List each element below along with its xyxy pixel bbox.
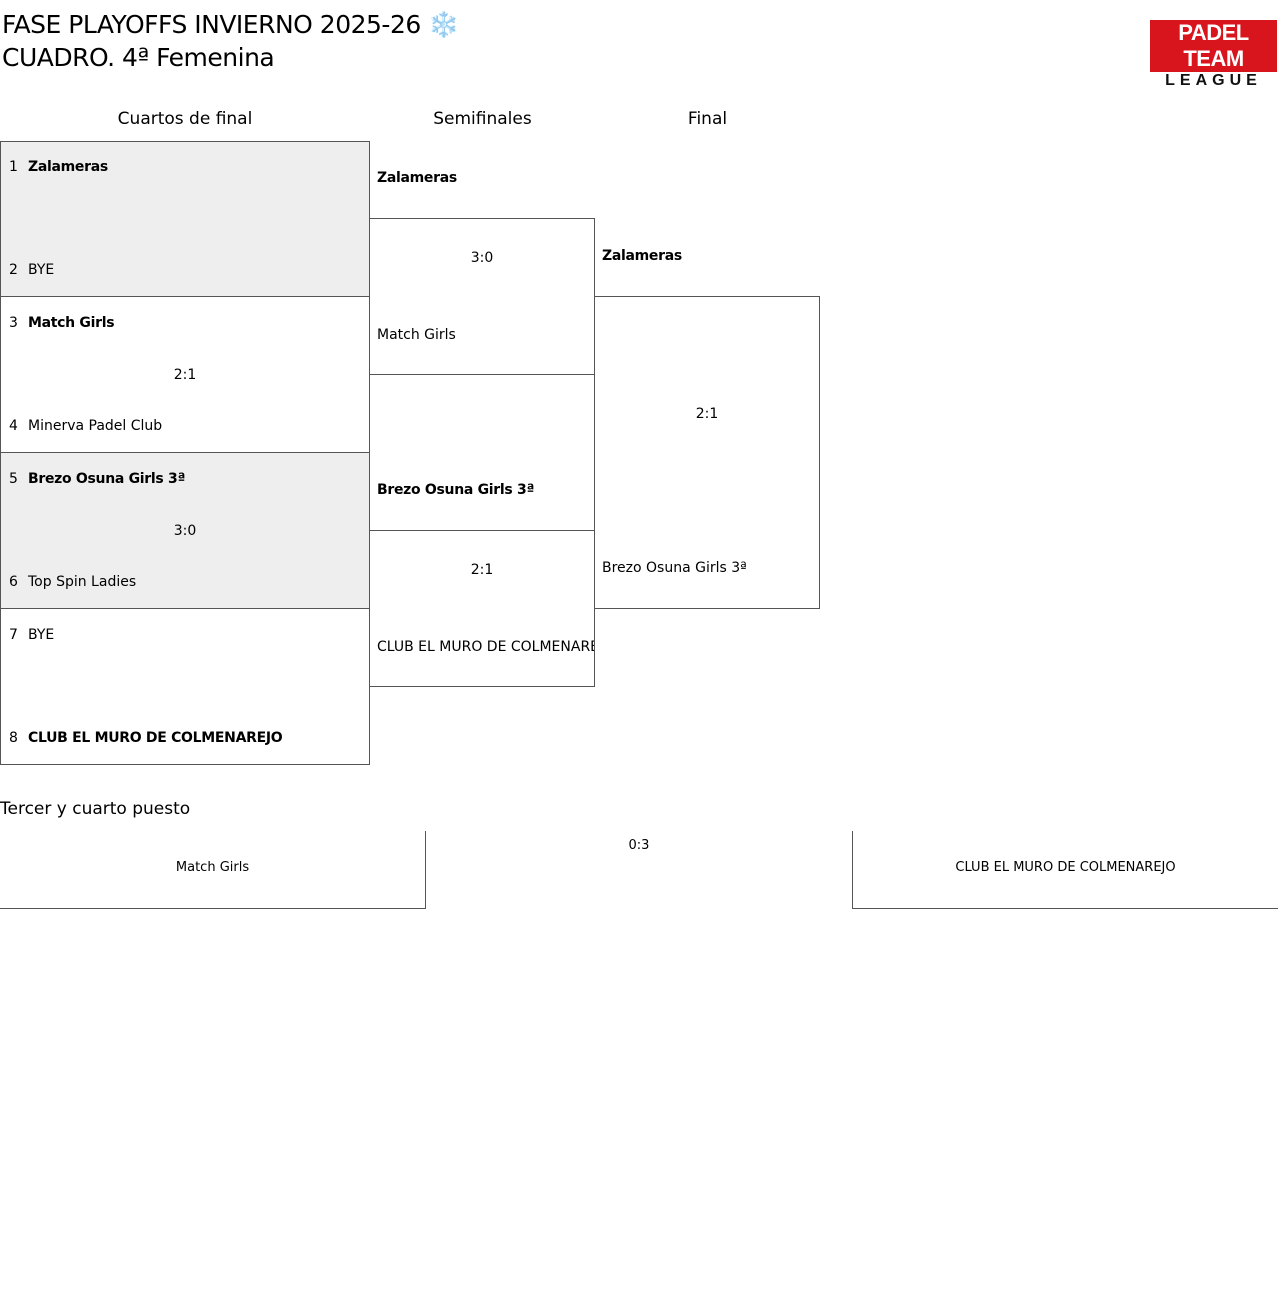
sf1-score: 3:0 xyxy=(470,250,494,266)
team-name: CLUB EL MURO DE COLMENAREJO xyxy=(28,730,283,746)
qf1-team-a: 1 Zalameras xyxy=(9,159,108,175)
team-name: BYE xyxy=(28,262,55,278)
final-match[interactable]: 2:1 Brezo Osuna Girls 3ª xyxy=(594,296,820,609)
final-team-a: Zalameras xyxy=(602,248,682,264)
logo-top-text: PADEL TEAM xyxy=(1150,20,1277,72)
page-subtitle: CUADRO. 4ª Femenina xyxy=(2,43,275,72)
seed: 3 xyxy=(9,315,18,331)
qf1-team-b: 2 BYE xyxy=(9,262,54,278)
third-place-divider-left xyxy=(0,908,426,909)
seed: 4 xyxy=(9,418,18,434)
final-score: 2:1 xyxy=(695,406,719,422)
third-place-title: Tercer y cuarto puesto xyxy=(0,799,191,819)
quarterfinal-match-3[interactable]: 5 Brezo Osuna Girls 3ª 3:0 6 Top Spin Ladi… xyxy=(0,452,370,609)
qf2-score: 2:1 xyxy=(173,367,197,383)
team-name: Match Girls xyxy=(28,315,115,331)
third-place-divider-right-vertical xyxy=(852,831,853,909)
seed: 6 xyxy=(9,574,18,590)
sf2-team-b: CLUB EL MURO DE COLMENAREJO xyxy=(377,639,595,655)
padel-team-league-logo: PADEL TEAM LEAGUE xyxy=(1150,20,1277,90)
page-title: FASE PLAYOFFS INVIERNO 2025-26 ❄️ xyxy=(2,10,459,39)
third-place-divider-left-vertical xyxy=(425,831,426,909)
seed: 8 xyxy=(9,730,18,746)
third-place-score: 0:3 xyxy=(628,838,650,853)
semifinal-match-1[interactable]: 3:0 Match Girls xyxy=(369,218,595,375)
team-name: BYE xyxy=(28,627,55,643)
third-place-team-a: Match Girls xyxy=(175,860,250,875)
seed: 7 xyxy=(9,627,18,643)
third-place-team-b: CLUB EL MURO DE COLMENAREJO xyxy=(955,860,1176,875)
quarterfinal-match-1[interactable]: 1 Zalameras 2 BYE xyxy=(0,141,370,297)
qf2-team-b: 4 Minerva Padel Club xyxy=(9,418,162,434)
sf2-score: 2:1 xyxy=(470,562,494,578)
sf1-team-b: Match Girls xyxy=(377,327,456,343)
team-name: Top Spin Ladies xyxy=(28,574,137,590)
final-team-b: Brezo Osuna Girls 3ª xyxy=(602,560,747,576)
team-name: Minerva Padel Club xyxy=(28,418,163,434)
qf3-team-b: 6 Top Spin Ladies xyxy=(9,574,136,590)
quarterfinal-match-4[interactable]: 7 BYE 8 CLUB EL MURO DE COLMENAREJO xyxy=(0,608,370,765)
quarterfinal-match-2[interactable]: 3 Match Girls 2:1 4 Minerva Padel Club xyxy=(0,296,370,453)
logo-bottom-text: LEAGUE xyxy=(1165,72,1262,89)
sf1-team-a: Zalameras xyxy=(377,170,457,186)
qf4-team-a: 7 BYE xyxy=(9,627,54,643)
round-header-quarterfinals: Cuartos de final xyxy=(117,109,253,129)
qf4-team-b: 8 CLUB EL MURO DE COLMENAREJO xyxy=(9,730,283,746)
semifinal-match-2[interactable]: 2:1 CLUB EL MURO DE COLMENAREJO xyxy=(369,530,595,687)
seed: 5 xyxy=(9,471,18,487)
qf3-score: 3:0 xyxy=(173,523,197,539)
seed: 2 xyxy=(9,262,18,278)
qf2-team-a: 3 Match Girls xyxy=(9,315,115,331)
round-header-final: Final xyxy=(687,109,728,129)
third-place-divider-right xyxy=(852,908,1278,909)
sf2-team-a: Brezo Osuna Girls 3ª xyxy=(377,482,535,498)
qf3-team-a: 5 Brezo Osuna Girls 3ª xyxy=(9,471,185,487)
team-name: Zalameras xyxy=(28,159,108,175)
seed: 1 xyxy=(9,159,18,175)
round-header-semifinals: Semifinales xyxy=(433,109,532,129)
team-name: Brezo Osuna Girls 3ª xyxy=(28,471,186,487)
